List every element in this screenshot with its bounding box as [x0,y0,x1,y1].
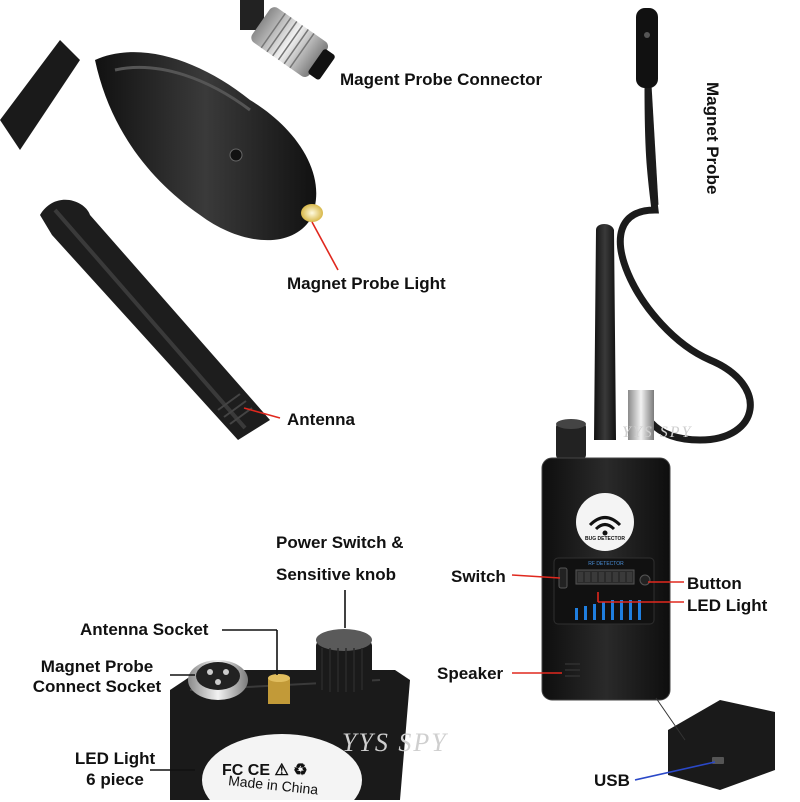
label-magnet-probe: Magnet Probe [703,82,722,195]
label-power-switch-1: Power Switch & [276,533,404,552]
label-antenna-socket: Antenna Socket [80,620,209,639]
probe-handle-image [0,0,323,241]
watermark-small: YYS SPY [622,424,693,441]
label-probe-light: Magnet Probe Light [287,274,446,293]
label-power-switch-2: Sensitive knob [276,565,396,584]
label-button: Button [687,574,742,593]
label-speaker: Speaker [437,664,504,683]
antenna-image [40,199,270,440]
cert-marks: FC CE ⚠ ♻ [222,762,308,779]
label-led-6-2: 6 piece [86,770,144,789]
badge-text: BUG DETECTOR [585,536,625,542]
watermark: YYS SPY [342,728,448,757]
label-antenna: Antenna [287,410,355,429]
panel-text: RF DETECTOR [588,561,624,567]
detector-device-image [541,8,775,800]
probe-connector-image [251,7,335,80]
leader-lines [150,221,716,781]
label-led-6-1: LED Light [74,749,156,768]
label-probe-socket-1: Magnet Probe [40,657,154,676]
label-probe-socket-2: Connect Socket [32,677,162,696]
label-usb: USB [594,771,630,790]
label-probe-connector: Magent Probe Connector [340,70,543,89]
label-led-light: LED Light [687,596,768,615]
device-bottom-image [170,629,410,800]
label-switch: Switch [451,567,506,586]
